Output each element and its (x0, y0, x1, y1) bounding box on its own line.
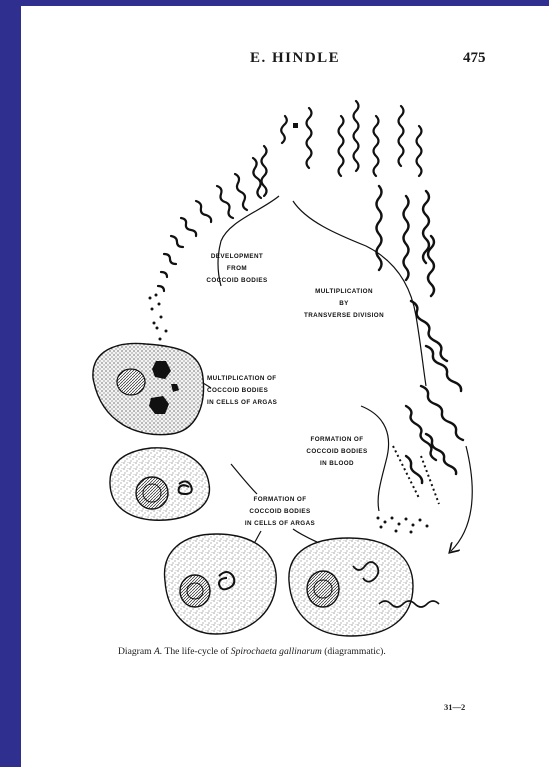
label-line: FORMATION OF (239, 494, 321, 506)
label-line: TRANSVERSE DIVISION (294, 310, 394, 322)
cell-multiplication-argas (93, 343, 204, 434)
caption-suffix: (diagrammatic). (322, 646, 386, 657)
caption-text: The life-cycle of (162, 646, 231, 657)
label-line: COCCOID BODIES (239, 506, 321, 518)
caption-prefix: Diagram (118, 646, 154, 657)
coccoid-bodies-blood (377, 446, 440, 534)
label-multiplication-argas: MULTIPLICATION OF COCCOID BODIES IN CELL… (207, 373, 277, 409)
label-line: IN CELLS OF ARGAS (239, 518, 321, 530)
label-line: FROM (191, 263, 283, 275)
label-line: COCCOID BODIES (191, 275, 283, 287)
label-line: COCCOID BODIES (207, 385, 277, 397)
cell-formation-argas-upper (110, 448, 210, 520)
label-line: IN CELLS OF ARGAS (207, 397, 277, 409)
cell-blood-spirochaete (289, 538, 439, 636)
label-line: IN BLOOD (303, 458, 371, 470)
label-development: DEVELOPMENT FROM COCCOID BODIES (191, 251, 283, 287)
cell-formation-argas-lower (165, 534, 277, 634)
figure-caption: Diagram A. The life-cycle of Spirochaeta… (118, 646, 386, 657)
label-formation-argas: FORMATION OF COCCOID BODIES IN CELLS OF … (239, 494, 321, 530)
label-line: DEVELOPMENT (191, 251, 283, 263)
signature-mark: 31—2 (444, 702, 465, 712)
label-line: FORMATION OF (303, 434, 371, 446)
label-line: BY (294, 298, 394, 310)
label-line: MULTIPLICATION (294, 286, 394, 298)
label-line: COCCOID BODIES (303, 446, 371, 458)
label-multiplication-transverse: MULTIPLICATION BY TRANSVERSE DIVISION (294, 286, 394, 322)
label-formation-blood: FORMATION OF COCCOID BODIES IN BLOOD (303, 434, 371, 470)
spirochaete-group-dividing (377, 186, 464, 483)
coccoid-bodies-top (149, 294, 168, 341)
caption-species: Spirochaeta gallinarum (231, 646, 322, 657)
book-page: E. HINDLE 475 (21, 6, 549, 767)
caption-diagram-letter: A. (154, 646, 162, 657)
label-line: MULTIPLICATION OF (207, 373, 277, 385)
